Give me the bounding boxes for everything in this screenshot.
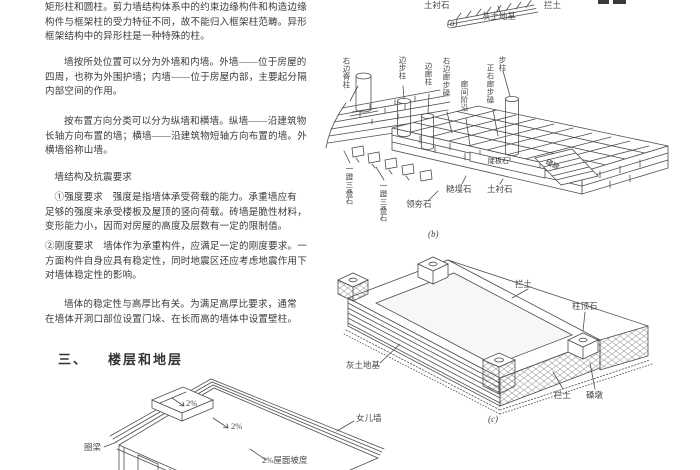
paragraph: 墙按所处位置可以分为外墙和内墙。外墙——位于房屋的 四周，也称为外围护墙；内墙—… xyxy=(45,56,309,100)
roof-label-slope-main: 2% xyxy=(231,421,243,431)
fig-b-label-face: 陡板石 xyxy=(488,157,509,165)
text-line: 按布置方向分类可以分为纵墙和横墙。纵墙——沿建筑物 xyxy=(64,117,307,127)
fig-c-label-lantu-bottom: 拦土 xyxy=(554,390,572,400)
fig-a-caption: (a) xyxy=(447,18,458,28)
text-line: 矩形柱和圆柱。剪力墙结构体系中的约束边缘构件和构造边缘 xyxy=(45,3,307,13)
text-line: 横墙俗称山墙。 xyxy=(45,146,113,157)
fig-b-label-col4: 右边廊步磉 xyxy=(442,57,451,97)
fig-b-label-v1: 一蹬三叠石 xyxy=(345,165,354,205)
fig-roof-art xyxy=(103,378,385,470)
section-heading: 三、 楼层和地层 xyxy=(58,349,183,368)
paragraph: 按布置方向分类可以分为纵墙和横墙。纵墙——沿建筑物 长轴方向布置的墙；横墙——沿… xyxy=(45,115,309,159)
fig-b-art xyxy=(325,70,669,202)
text-line: 墙结构及抗震要求 xyxy=(54,173,133,183)
fig-b-label-ramp: 礓磜 xyxy=(544,158,561,172)
paragraph: 矩形柱和圆柱。剪力墙结构体系中的约束边缘构件和构造边缘 构件与框架柱的受力特征不… xyxy=(45,1,309,45)
fig-b-label-col7: 正右廊步磉 xyxy=(486,64,495,104)
fig-b-label-v2: 一蹬三叠石 xyxy=(379,182,388,222)
fig-c-label-huitudiji: 灰土地基 xyxy=(346,360,381,370)
fig-c-label-zhudingshi: 柱顶石 xyxy=(572,301,598,311)
text-line: 方面构件自身应具有稳定性，同时地震区还应考虑地震作用下 xyxy=(45,256,307,267)
fig-a-label-lantu: 拦土 xyxy=(544,0,562,10)
fig-b-label-b3: 土衬石 xyxy=(487,184,513,194)
fig-c-art xyxy=(337,256,653,415)
fig-b-caption: (b) xyxy=(428,229,439,239)
paragraph: ②刚度要求 墙体作为承重构件，应满足一定的刚度要求。一 方面构件自身应具有稳定性… xyxy=(45,240,309,284)
text-line: 长轴方向布置的墙；横墙——沿建筑物短轴方向布置的墙。外 xyxy=(45,131,307,142)
section-title: 楼层和地层 xyxy=(108,352,184,367)
roof-label-slope-note: 2%屋面坡度 xyxy=(262,455,308,465)
fig-b-label-b2: 糙墁石 xyxy=(446,184,472,194)
text-line: 框架结构中的异形柱是一种特殊的柱。 xyxy=(45,32,210,43)
fig-a-art xyxy=(447,0,626,29)
fig-b-label-b1: 领夯石 xyxy=(406,199,432,209)
text-line: 足够的强度来承受楼板及屋顶的竖向荷载。砖墙是脆性材料， xyxy=(45,207,307,218)
text-line: 墙体的稳定性与高厚比有关。为满足高厚比要求，通常 xyxy=(64,300,297,310)
text-line: 构件与框架柱的受力特征不同，故不能归入框架柱范畴。异形 xyxy=(45,17,307,28)
text-line: 墙按所处位置可以分为外墙和内墙。外墙——位于房屋的 xyxy=(64,58,307,68)
fig-c-label-lantu-top: 拦土 xyxy=(515,279,533,289)
fig-c-label-sangdun: 磉墩 xyxy=(586,390,604,400)
text-line: 内部空间的作用。 xyxy=(45,87,123,98)
roof-label-nverqiang: 女儿墙 xyxy=(356,413,382,423)
fig-b-label-col5: 廊间阶沿 xyxy=(460,80,469,112)
roof-label-quanliang: 圈梁 xyxy=(84,442,102,452)
fig-b-label-col3: 边廊柱 xyxy=(424,62,433,86)
fig-a-label-huitudiji: 灰土地基 xyxy=(482,11,517,21)
text-line: 对墙体稳定性的影响。 xyxy=(45,271,143,282)
fig-b-label-col1: 右边脊柱 xyxy=(342,57,351,89)
text-line: 四周，也称为外围护墙；内墙——位于房屋内部，主要起分隔 xyxy=(45,72,307,83)
fig-b-label-col2: 边步柱 xyxy=(398,56,407,80)
text-line: 在墙体开洞口部位设置门垛、在长而高的墙体中设置壁柱。 xyxy=(45,314,298,325)
fig-a-label-tuchenshi: 土衬石 xyxy=(424,0,450,10)
text-line: ②刚度要求 墙体作为承重构件，应满足一定的刚度要求。一 xyxy=(45,242,307,252)
paragraph: 墙体的稳定性与高厚比有关。为满足高厚比要求，通常 在墙体开洞口部位设置门垛、在长… xyxy=(45,298,309,327)
fig-b-label-col6: 步柱 xyxy=(498,56,507,72)
text-line: 变形能力小，因而对房屋的高度及层数有一定的限制值。 xyxy=(45,222,288,233)
paragraph: ①强度要求 强度是指墙体承受荷载的能力。承重墙应有 足够的强度来承受楼板及屋顶的… xyxy=(45,191,309,235)
text-line: ①强度要求 强度是指墙体承受荷载的能力。承重墙应有 xyxy=(54,193,298,203)
fig-c-caption: (c) xyxy=(488,414,498,424)
section-number: 三、 xyxy=(58,352,89,367)
roof-label-slope-small: 2% xyxy=(186,398,198,408)
sub-heading: 墙结构及抗震要求 xyxy=(45,171,309,186)
